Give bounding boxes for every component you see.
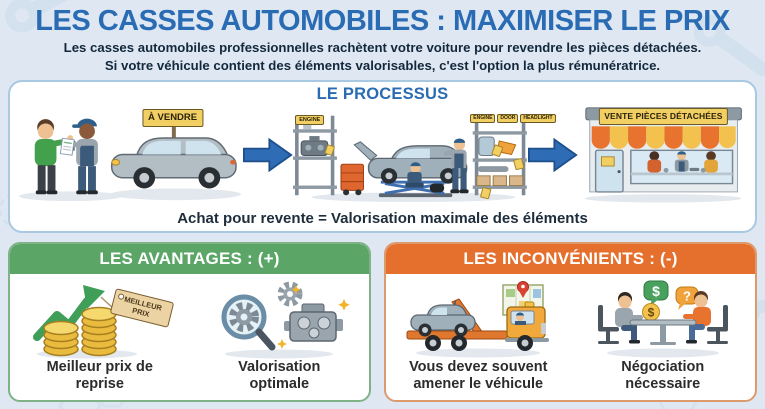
negotiation-icon: $ $ ? xyxy=(597,280,728,358)
advantages-panel: LES AVANTAGES : (+) xyxy=(8,242,371,402)
process-panel: LE PROCESSUS xyxy=(8,80,757,233)
arrow-right-icon xyxy=(242,137,293,172)
question-bubble-text: ? xyxy=(683,288,691,303)
advantages-items: MEILLEUR PRIX Meilleur prix de reprise xyxy=(10,274,369,400)
scene-dismantling: ENGINE ENGINE DOOR HEADLIGHT xyxy=(292,106,556,203)
car-sale-illustration xyxy=(18,117,241,202)
dollar-coin-text: $ xyxy=(647,305,654,319)
scene-parts-shop: VENTE PIÈCES DÉTACHÉES xyxy=(578,106,749,203)
disadvantage-item-negotiation: $ $ ? xyxy=(571,274,756,400)
dismantling-illustration xyxy=(292,115,527,203)
page-title: LES CASSES AUTOMOBILES : MAXIMISER LE PR… xyxy=(35,5,730,37)
subtitle-line-2: Si votre véhicule contient des éléments … xyxy=(104,58,661,73)
advantage-item-valuation: Valorisation optimale xyxy=(190,274,370,400)
disadvantages-items: Vous devez souvent amener le véhicule $ … xyxy=(386,274,755,400)
disadvantage-label: Négociation nécessaire xyxy=(621,358,705,393)
gears-engine-icon xyxy=(221,281,351,359)
coins-growth-icon xyxy=(32,284,137,359)
process-caption: Achat pour revente = Valorisation maxima… xyxy=(177,210,588,227)
subtitle-line-1: Les casses automobiles professionnelles … xyxy=(63,40,702,55)
shelf-tags: ENGINE DOOR HEADLIGHT xyxy=(470,113,556,124)
shop-sign: VENTE PIÈCES DÉTACHÉES xyxy=(599,108,728,125)
disadvantage-label: Vous devez souvent amener le véhicule xyxy=(409,358,548,393)
process-title: LE PROCESSUS xyxy=(316,85,449,103)
arrow-right-icon xyxy=(527,137,578,172)
advantages-header: LES AVANTAGES : (+) xyxy=(10,244,369,274)
shelf-tag-door: DOOR xyxy=(497,113,519,124)
shelf-tag-engine: ENGINE xyxy=(470,113,496,124)
scene-car-sale: À VENDRE xyxy=(16,106,243,203)
disadvantage-item-towing: Vous devez souvent amener le véhicule xyxy=(386,274,571,400)
for-sale-sign: À VENDRE xyxy=(142,108,204,128)
tow-truck-icon xyxy=(406,280,550,358)
shelf-tag-engine-left: ENGINE xyxy=(295,114,325,125)
shelf-tag-headlight: HEADLIGHT xyxy=(520,113,556,124)
process-scenes: À VENDRE xyxy=(16,106,749,203)
parts-shop-illustration xyxy=(584,107,742,203)
disadvantages-header: LES INCONVÉNIENTS : (-) xyxy=(386,244,755,274)
dollar-bubble-text: $ xyxy=(652,283,660,299)
advantage-label: Meilleur prix de reprise xyxy=(46,358,153,393)
disadvantages-panel: LES INCONVÉNIENTS : (-) xyxy=(384,242,757,402)
advantage-label: Valorisation optimale xyxy=(238,358,321,393)
advantage-item-best-price: MEILLEUR PRIX Meilleur prix de reprise xyxy=(10,274,190,400)
